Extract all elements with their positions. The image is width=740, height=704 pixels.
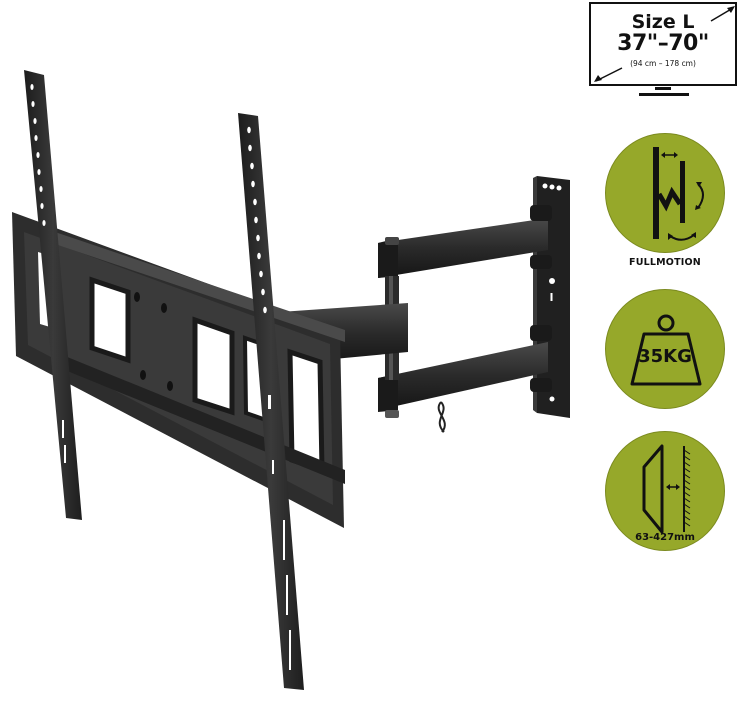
lower-arm (378, 325, 552, 433)
left-vertical-bracket (24, 70, 82, 520)
upper-arm (378, 205, 552, 278)
right-vertical-bracket (238, 113, 304, 690)
tv-bracket-frame (12, 212, 345, 528)
wall-distance-icon (642, 444, 691, 534)
wall-distance-value: 63-427mm (635, 532, 695, 543)
fullmotion-label: FULLMOTION (629, 257, 701, 268)
tv-screen-icon: Size L 37"–70" (94 cm – 178 cm) (589, 2, 737, 86)
size-title: Size L (631, 11, 695, 33)
feature-fullmotion: FULLMOTION (605, 133, 725, 268)
size-badge: Size L 37"–70" (94 cm – 178 cm) (589, 2, 737, 96)
fullmotion-badge (605, 133, 725, 253)
wall-distance-badge: 63-427mm (605, 431, 725, 551)
tv-stand-base (639, 93, 689, 96)
tv-stand-neck (655, 87, 671, 90)
diagonal-arrow-icon (594, 6, 735, 82)
weight-icon (630, 314, 702, 386)
size-range-inches: 37"–70" (617, 31, 709, 56)
feature-wall-distance: 63-427mm (605, 431, 725, 551)
fullmotion-icon (653, 147, 704, 241)
weight-value: 35KG (638, 346, 692, 367)
weight-badge: 35KG (605, 289, 725, 409)
tv-wall-mount-image (12, 70, 570, 690)
size-range-cm: (94 cm – 178 cm) (630, 59, 696, 68)
feature-weight-capacity: 35KG (605, 289, 725, 409)
